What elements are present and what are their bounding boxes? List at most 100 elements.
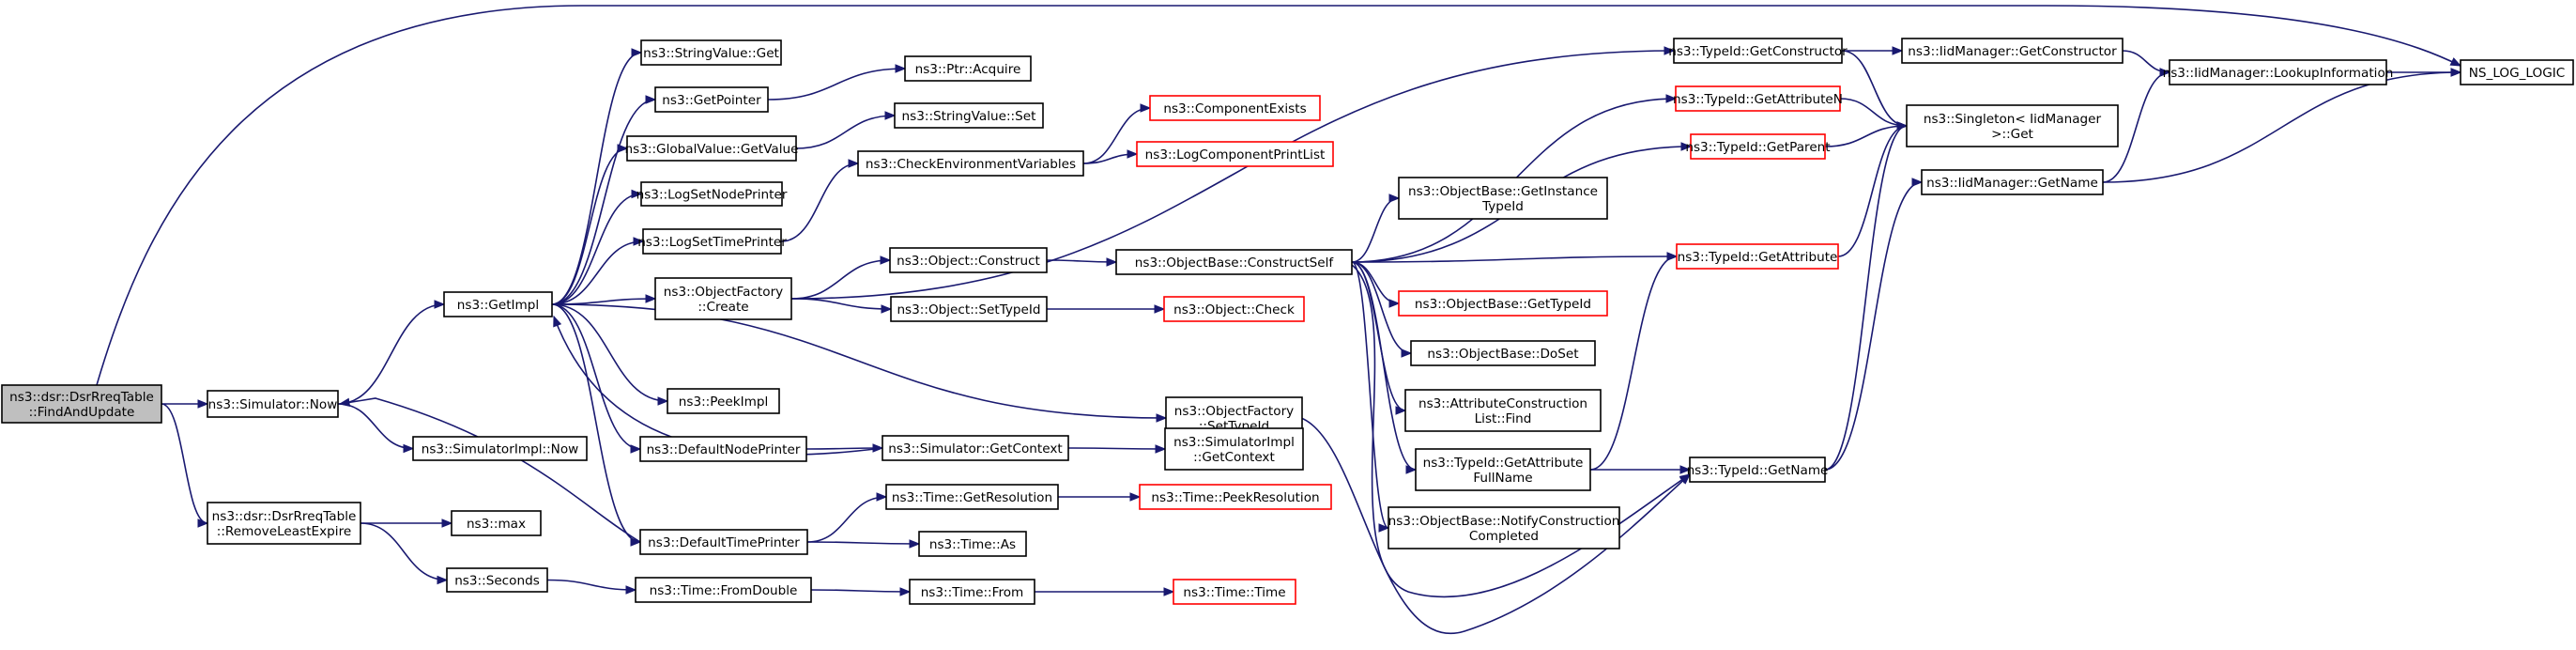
node-label: ns3::max: [467, 517, 526, 532]
node-ns3-object-settypeid[interactable]: ns3::Object::SetTypeId: [890, 296, 1048, 322]
call-edge-root-to-simnow: [161, 399, 209, 409]
node-ns3-singleton-iidmanager-get[interactable]: ns3::Singleton< IidManager>::Get: [1906, 104, 2119, 147]
node-box: [446, 567, 548, 593]
node-ns3-time-as[interactable]: ns3::Time::As: [918, 531, 1027, 557]
node-ns3-time-fromdouble[interactable]: ns3::Time::FromDouble: [635, 577, 812, 603]
node-ns3-simulatorimpl-getcontext[interactable]: ns3::SimulatorImpl::GetContext: [1164, 427, 1304, 471]
node-box: [451, 510, 542, 536]
node-box: [882, 435, 1069, 461]
node-ns3-typeid-getattributen[interactable]: ns3::TypeId::GetAttributeN: [1673, 85, 1843, 112]
node-ns3-dsr-dsrrreqtable-findandupdate[interactable]: ns3::dsr::DsrRreqTable::FindAndUpdate: [1, 384, 162, 424]
node-ns3-typeid-getparent[interactable]: ns3::TypeId::GetParent: [1685, 133, 1831, 160]
node-ns3-ptr-acquire[interactable]: ns3::Ptr::Acquire: [904, 55, 1032, 82]
node-ns3-max[interactable]: ns3::max: [451, 510, 542, 536]
edge-arrowhead: [1378, 523, 1390, 533]
edge-arrowhead: [403, 443, 415, 454]
node-label: ns3::Object::SetTypeId: [897, 302, 1040, 317]
node-box: [1675, 85, 1841, 112]
node-label: ns3::DefaultNodePrinter: [647, 442, 801, 457]
node-ns3-objectbase-doset[interactable]: ns3::ObjectBase::DoSet: [1410, 340, 1596, 366]
node-label: ::FindAndUpdate: [29, 405, 135, 420]
node-ns3-objectbase-notifyconstruction-completed[interactable]: ns3::ObjectBase::NotifyConstructionCompl…: [1388, 506, 1620, 549]
node-box: [1149, 95, 1321, 121]
node-ns3-getimpl[interactable]: ns3::GetImpl: [443, 291, 553, 317]
call-edge-dtp-to-simnow: [338, 397, 641, 543]
edge-line: [1046, 259, 1117, 263]
edge-line: [551, 303, 1167, 419]
node-ns3-simulatorimpl-now[interactable]: ns3::SimulatorImpl::Now: [412, 436, 588, 461]
node-ns3-defaultnodeprinter[interactable]: ns3::DefaultNodePrinter: [639, 436, 807, 462]
call-edge-dtp-to-getres: [806, 492, 888, 543]
node-ns3-iidmanager-getconstructor[interactable]: ns3::IidManager::GetConstructor: [1901, 38, 2124, 64]
edge-arrowhead: [1163, 587, 1175, 596]
edge-layer: [96, 5, 2462, 635]
edge-arrowhead: [2450, 68, 2462, 77]
edge-arrowhead: [553, 315, 562, 328]
edge-line: [546, 579, 636, 591]
node-box: [889, 247, 1048, 273]
call-edge-tign-to-singleton: [1824, 121, 1909, 471]
node-ns3-iidmanager-lookupinformation[interactable]: ns3::IidManager::LookupInformation: [2163, 59, 2394, 85]
node-ns3-object-construct[interactable]: ns3::Object::Construct: [889, 247, 1048, 273]
edge-line: [790, 50, 1675, 300]
node-ns3-object-check[interactable]: ns3::Object::Check: [1163, 296, 1305, 322]
node-ns3-time-getresolution[interactable]: ns3::Time::GetResolution: [885, 484, 1059, 510]
node-ns3-dsr-dsrrreqtable-removeleastexpire[interactable]: ns3::dsr::DsrRreqTable::RemoveLeastExpir…: [207, 502, 361, 545]
node-ns3-stringvalue-get[interactable]: ns3::StringValue::Get: [640, 39, 782, 66]
node-ns-log-logic[interactable]: NS_LOG_LOGIC: [2460, 59, 2574, 85]
node-ns3-typeid-getname[interactable]: ns3::TypeId::GetName: [1687, 457, 1829, 483]
node-ns3-simulator-getcontext[interactable]: ns3::Simulator::GetContext: [882, 435, 1069, 461]
node-box: [1388, 506, 1620, 549]
node-ns3-peekimpl[interactable]: ns3::PeekImpl: [667, 388, 780, 414]
call-edge-seconds-to-fromdouble: [546, 579, 637, 595]
node-ns3-time-time[interactable]: ns3::Time::Time: [1173, 579, 1296, 605]
node-ns3-time-peekresolution[interactable]: ns3::Time::PeekResolution: [1139, 484, 1332, 510]
edge-line: [96, 5, 2461, 386]
edge-arrowhead: [437, 575, 449, 585]
call-edge-objsettid-to-objcheck: [1047, 304, 1166, 314]
node-ns3-stringvalue-set[interactable]: ns3::StringValue::Set: [894, 102, 1044, 129]
call-edge-tigan-to-singleton: [1839, 98, 1909, 131]
node-ns3-iidmanager-getname[interactable]: ns3::IidManager::GetName: [1921, 169, 2104, 195]
node-ns3-defaulttimeprinter[interactable]: ns3::DefaultTimePrinter: [639, 529, 808, 555]
node-ns3-globalvalue-getvalue[interactable]: ns3::GlobalValue::GetValue: [625, 135, 799, 162]
node-box: [1139, 484, 1332, 510]
node-ns3-checkenvironmentvariables[interactable]: ns3::CheckEnvironmentVariables: [857, 150, 1084, 177]
node-ns3-objectbase-gettypeid[interactable]: ns3::ObjectBase::GetTypeId: [1398, 290, 1608, 317]
node-ns3-componentexists[interactable]: ns3::ComponentExists: [1149, 95, 1321, 121]
node-box: [207, 502, 361, 545]
call-edge-iidli-to-nslog: [2386, 68, 2462, 77]
node-ns3-objectbase-constructself[interactable]: ns3::ObjectBase::ConstructSelf: [1115, 249, 1353, 275]
node-label: ns3::Time::From: [921, 585, 1024, 600]
call-edge-getimpl-to-lstp: [551, 237, 645, 305]
node-label: ns3::dsr::DsrRreqTable: [212, 509, 357, 524]
node-box: [1398, 290, 1608, 317]
node-ns3-logsetnodeprinter[interactable]: ns3::LogSetNodePrinter: [636, 181, 788, 207]
edge-line: [1837, 125, 1908, 257]
node-ns3-logcomponentprintlist[interactable]: ns3::LogComponentPrintList: [1136, 141, 1334, 167]
edge-arrowhead: [633, 237, 645, 246]
node-box: [1415, 448, 1591, 491]
node-ns3-logsettimeprinter[interactable]: ns3::LogSetTimePrinter: [637, 228, 787, 255]
edge-arrowhead: [197, 399, 209, 409]
node-ns3-time-from[interactable]: ns3::Time::From: [909, 579, 1035, 605]
node-label: ns3::CheckEnvironmentVariables: [866, 157, 1076, 172]
edge-line: [1351, 261, 1417, 471]
edge-arrowhead: [338, 397, 351, 408]
node-ns3-getpointer[interactable]: ns3::GetPointer: [654, 86, 769, 113]
node-box: [1676, 243, 1839, 270]
node-label: FullName: [1473, 471, 1532, 486]
node-ns3-typeid-getattribute[interactable]: ns3::TypeId::GetAttribute: [1676, 243, 1839, 270]
edge-line: [551, 240, 644, 305]
edge-arrowhead: [1664, 46, 1676, 55]
node-ns3-typeid-getconstructor[interactable]: ns3::TypeId::GetConstructor: [1668, 38, 1848, 64]
node-ns3-simulator-now[interactable]: ns3::Simulator::Now: [207, 390, 339, 418]
node-ns3-seconds[interactable]: ns3::Seconds: [446, 567, 548, 593]
edge-line: [551, 303, 668, 402]
node-ns3-objectfactory-create[interactable]: ns3::ObjectFactory::Create: [654, 277, 792, 320]
node-label: ns3::ObjectBase::DoSet: [1427, 347, 1578, 362]
